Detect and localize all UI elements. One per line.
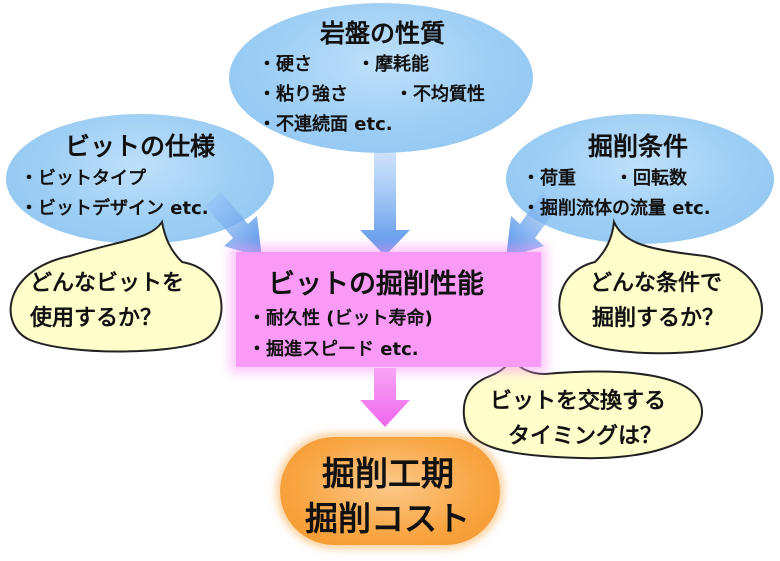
arrow-bitspec-to-performance <box>205 192 262 258</box>
rock-item-discontinuity: ・不連続面 etc. <box>258 114 393 135</box>
rock-item-hardness: ・硬さ <box>258 54 312 75</box>
bubble-left-line2: 使用するか？ <box>30 306 163 331</box>
bubble-left-line1: どんなビットを <box>30 271 185 296</box>
rock-item-heterogeneity: ・不均質性 <box>395 84 485 105</box>
condition-item-flow: ・掘削流体の流量 etc. <box>522 198 711 219</box>
bit-spec-item-type: ・ビットタイプ <box>20 168 146 189</box>
result-drilling-cost: 掘削コスト <box>305 499 470 538</box>
result-box <box>280 437 500 545</box>
arrow-rock-to-performance <box>360 152 410 256</box>
bubble-center-line2: タイミングは？ <box>508 424 663 449</box>
rock-item-toughness: ・粘り強さ <box>258 84 348 105</box>
condition-item-load: ・荷重 <box>522 168 576 189</box>
rock-properties-title: 岩盤の性質 <box>320 19 446 48</box>
result-drilling-period: 掘削工期 <box>322 454 454 493</box>
bit-spec-item-design: ・ビットデザイン etc. <box>20 198 209 219</box>
condition-item-rpm: ・回転数 <box>615 168 687 189</box>
bubble-left-shape <box>9 219 223 353</box>
bubble-right-line1: どんな条件で <box>590 271 723 296</box>
bit-spec-title: ビットの仕様 <box>65 132 216 161</box>
rock-properties-ellipse <box>229 3 533 153</box>
rock-item-abrasiveness: ・摩耗能 <box>357 54 429 75</box>
arrow-performance-to-result <box>360 368 410 427</box>
bit-performance-title: ビットの掘削性能 <box>268 269 484 300</box>
performance-item-speed: ・掘進スピード etc. <box>248 339 419 360</box>
performance-item-durability: ・耐久性 (ビット寿命) <box>248 308 433 329</box>
drilling-conditions-ellipse <box>506 114 774 244</box>
bubble-right-shape <box>558 218 763 355</box>
drilling-conditions-title: 掘削条件 <box>588 132 689 161</box>
bubble-center-line1: ビットを交換する <box>490 389 667 414</box>
bubble-right-line2: 掘削するか？ <box>592 306 725 331</box>
bit-performance-box <box>236 252 541 367</box>
arrow-conditions-to-performance <box>506 192 559 258</box>
